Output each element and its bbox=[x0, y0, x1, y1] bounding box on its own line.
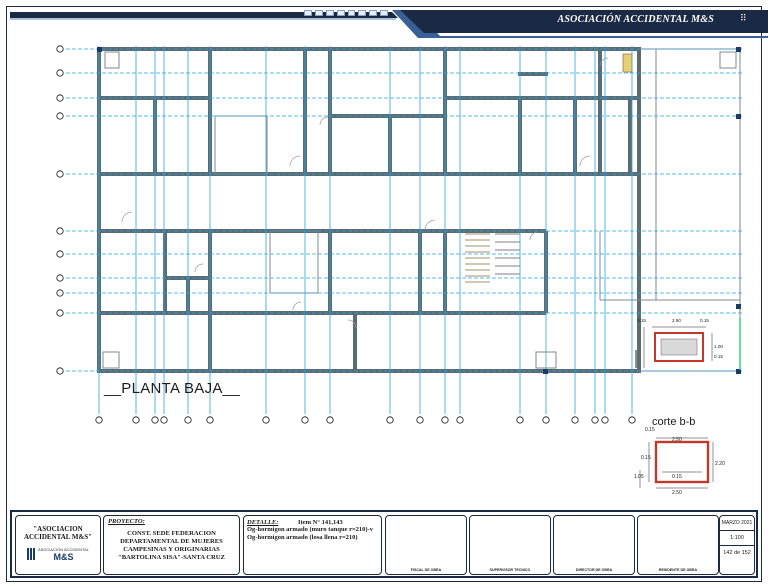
dim-section-a: 2.50 bbox=[672, 437, 682, 443]
floor-plan: 0.15 2.50 0.15 1.00 0.15 2.50 2.20 2.50 … bbox=[56, 45, 742, 496]
drawing-frame bbox=[6, 6, 762, 582]
logo-caption: ASOCIACION ACCIDENTAL bbox=[37, 546, 90, 552]
association-cell: "ASOCIACION ACCIDENTAL M&S" ASOCIACION A… bbox=[15, 515, 101, 575]
detail-label: DETALLE: bbox=[247, 519, 279, 526]
dim-small-d: 1.00 bbox=[714, 344, 723, 349]
stair bbox=[465, 233, 520, 283]
meta-sheet: 142 de 152 bbox=[723, 550, 751, 556]
project-cell: PROYECTO: CONST. SEDE FEDERACION DEPARTA… bbox=[103, 515, 240, 575]
section-detail bbox=[639, 437, 714, 489]
grid-menu-icon: ⠿ bbox=[740, 14, 747, 24]
plan-walls bbox=[97, 47, 641, 373]
dim-section-g: 0.15 bbox=[645, 427, 655, 433]
dim-section-d: 0.15 bbox=[672, 474, 682, 480]
header-dot bbox=[358, 10, 367, 16]
signature-caption: FISCAL DE OBRA bbox=[410, 568, 442, 572]
dim-section-e: 0.15 bbox=[641, 455, 651, 461]
signature-resident: RESIDENTE DE OBRA bbox=[637, 515, 719, 575]
plan-title: __PLANTA BAJA__ bbox=[104, 380, 240, 397]
dim-section-c: 2.50 bbox=[672, 490, 682, 496]
axis-bubbles-left bbox=[56, 45, 64, 375]
column-markers bbox=[97, 47, 741, 374]
project-label: PROYECTO: bbox=[108, 518, 145, 525]
signature-supervisor: SUPERVISOR TECNICO bbox=[469, 515, 551, 575]
project-body: CONST. SEDE FEDERACION DEPARTAMENTAL DE … bbox=[118, 530, 225, 561]
section-title: corte b-b bbox=[652, 416, 696, 428]
logo-brand: M&S bbox=[53, 551, 74, 562]
header-dot bbox=[347, 10, 356, 16]
header-dot bbox=[325, 10, 334, 16]
header-dot bbox=[336, 10, 345, 16]
signature-fiscal: FISCAL DE OBRA bbox=[385, 515, 467, 575]
title-block: "ASOCIACION ACCIDENTAL M&S" ASOCIACION A… bbox=[10, 510, 758, 578]
grid-axes-vertical bbox=[98, 46, 633, 414]
axis-bubbles-bottom bbox=[95, 416, 636, 424]
signature-caption: SUPERVISOR TECNICO bbox=[489, 568, 531, 572]
detail-item: Item N° 141,143 bbox=[298, 519, 343, 526]
signature-caption: DIRECTOR DE OBRA bbox=[575, 568, 613, 572]
signature-director: DIRECTOR DE OBRA bbox=[553, 515, 635, 575]
header-dot bbox=[380, 10, 388, 16]
dim-small-b: 2.50 bbox=[672, 318, 681, 323]
detail-cell: DETALLE: Item N° 141,143 Og-hormigon arm… bbox=[243, 515, 382, 575]
dim-small-e: 0.15 bbox=[714, 354, 723, 359]
dim-section-f: 1.05 bbox=[634, 474, 644, 480]
association-name: "ASOCIACION ACCIDENTAL M&S" bbox=[23, 525, 93, 541]
meta-date: MARZO 2021 bbox=[720, 516, 754, 531]
meta-scale: 1:100 bbox=[720, 531, 754, 546]
company-logo: ASOCIACION ACCIDENTAL M&S bbox=[25, 546, 91, 562]
header-title: ASOCIACIÓN ACCIDENTAL M&S bbox=[557, 14, 714, 25]
header-shape bbox=[10, 10, 768, 38]
tank-marker bbox=[622, 53, 633, 73]
dim-small-c: 0.15 bbox=[700, 318, 709, 323]
dim-small-a: 0.15 bbox=[637, 318, 646, 323]
building-icon bbox=[26, 548, 36, 560]
header-band: ASOCIACIÓN ACCIDENTAL M&S ⠿ bbox=[0, 0, 768, 38]
header-dots bbox=[304, 10, 388, 16]
grid-axes-horizontal bbox=[66, 48, 742, 372]
tank-detail-small bbox=[635, 318, 741, 370]
header-dot bbox=[369, 10, 378, 16]
detail-line-1: Og-hormigon armado (muro tanque r=210)-v bbox=[247, 526, 373, 533]
header-dot bbox=[314, 10, 323, 16]
dim-section-b: 2.20 bbox=[715, 461, 725, 467]
signature-caption: RESIDENTE DE OBRA bbox=[658, 568, 698, 572]
header-dot bbox=[304, 10, 312, 16]
sheet-meta-cell: MARZO 2021 1:100 142 de 152 bbox=[719, 515, 755, 575]
door-arcs bbox=[121, 57, 609, 329]
detail-line-2: Og-hormigon armado (losa llena r=210) bbox=[247, 534, 358, 541]
